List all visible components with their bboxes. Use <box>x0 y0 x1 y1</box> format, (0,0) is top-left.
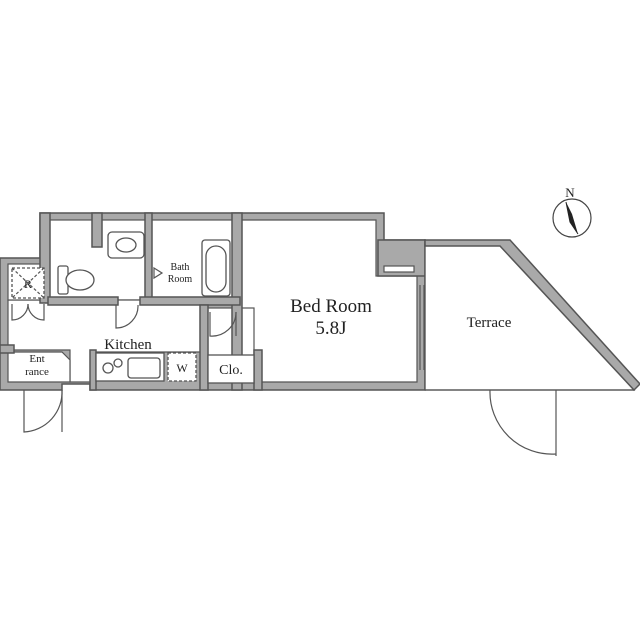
washer-box <box>167 352 197 382</box>
bed-room-size-label: 5.8J <box>315 318 346 339</box>
kitchen-label: Kitchen <box>104 337 152 353</box>
partitions <box>0 212 426 391</box>
entrance-label-line1: Ent <box>29 353 44 365</box>
bed-room-label: Bed Room <box>290 296 372 317</box>
washer-label: W <box>176 361 188 375</box>
entrance-label-line2: rance <box>25 366 49 378</box>
refrigerator-label: R <box>24 277 32 291</box>
toilet <box>57 265 95 295</box>
compass-needle-icon <box>566 202 578 234</box>
doors <box>11 303 557 456</box>
compass-ring <box>552 198 592 238</box>
bathtub <box>201 239 231 297</box>
bath-room-label-line1: Bath <box>171 262 190 273</box>
bath-room-label-line2: Room <box>168 274 193 285</box>
compass: N <box>552 185 592 238</box>
compass-north-label: N <box>565 185 575 200</box>
wash-basin <box>107 231 145 259</box>
bath-triangle <box>153 266 164 280</box>
terrace-label: Terrace <box>467 315 512 331</box>
closet-box <box>207 354 255 384</box>
closet-label: Clo. <box>219 363 243 378</box>
fridge-box <box>11 267 45 299</box>
terrace <box>419 239 640 392</box>
kitchen-counter <box>95 352 165 382</box>
